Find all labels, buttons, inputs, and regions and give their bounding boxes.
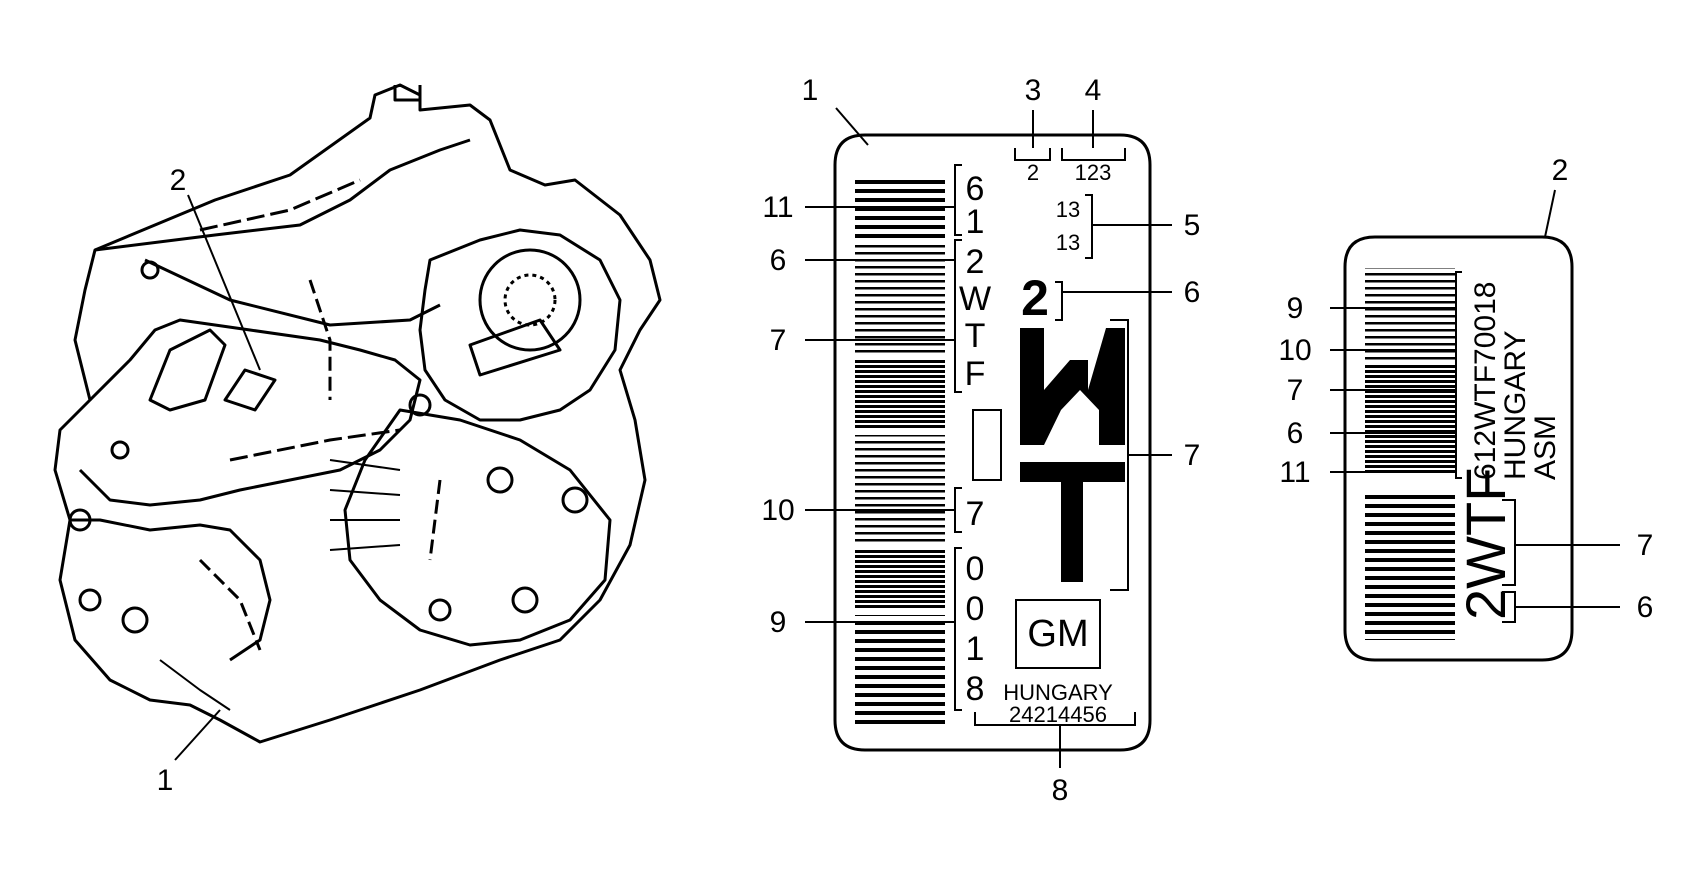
label1-char: 1 — [966, 203, 985, 241]
label2-model: 2WTF — [1454, 468, 1517, 620]
callout-label1-11: 11 — [762, 191, 793, 224]
callout-label1-10: 10 — [761, 494, 794, 527]
label1-part-no: 24214456 — [1009, 702, 1107, 727]
callout-label2-7-right: 7 — [1637, 529, 1654, 562]
callout-label1-6-right: 6 — [1184, 276, 1201, 309]
label2-line1: 612WTF70018 — [1469, 282, 1502, 480]
callout-label1-8: 8 — [1052, 774, 1069, 807]
callout-label2-10: 10 — [1278, 334, 1311, 367]
transmission-drawing — [53, 83, 662, 744]
label1-wt-graphic — [1020, 328, 1125, 582]
barcode-segment — [855, 360, 945, 430]
label1-big-2: 2 — [1021, 270, 1049, 326]
label1-char: 1 — [966, 630, 985, 668]
label2-line3: ASM — [1529, 415, 1562, 480]
barcode-segment — [855, 550, 945, 610]
label1-code-2: 2 — [1027, 160, 1039, 185]
callout-label1-6-left: 6 — [770, 244, 787, 277]
label1-code-13b: 13 — [1056, 230, 1080, 255]
callout-label2-11: 11 — [1279, 456, 1310, 489]
label1-country: HUNGARY — [1003, 680, 1113, 705]
barcode-segment — [855, 245, 945, 355]
label2-line2: HUNGARY — [1499, 331, 1532, 480]
barcode-segment — [1365, 268, 1455, 360]
barcode-segment — [855, 180, 945, 240]
callout-label1-1: 1 — [802, 74, 819, 107]
label1-char: 2 — [966, 243, 985, 281]
callout-label2-2: 2 — [1552, 154, 1569, 187]
label1-char: 0 — [966, 590, 985, 628]
callout-label2-6-right: 6 — [1637, 591, 1654, 624]
label1-code-123: 123 — [1075, 160, 1112, 185]
callout-label1-9: 9 — [770, 606, 787, 639]
callout-label1-4: 4 — [1085, 74, 1102, 107]
callout-trans-1: 1 — [157, 764, 174, 797]
callout-label1-5: 5 — [1184, 209, 1201, 242]
label1-char: T — [965, 317, 986, 355]
barcode-segment — [1365, 365, 1455, 475]
callout-label1-3: 3 — [1025, 74, 1042, 107]
callout-label2-9: 9 — [1287, 292, 1304, 325]
barcode-segment — [1365, 490, 1455, 640]
label1-char: F — [965, 355, 986, 393]
label-2: 612WTF70018 HUNGARY ASM 2WTF — [1343, 235, 1574, 662]
label1-char: 8 — [966, 670, 985, 708]
callout-label1-7-left: 7 — [770, 324, 787, 357]
label1-char: 6 — [966, 170, 985, 208]
label1-char: 0 — [966, 550, 985, 588]
label1-code-13a: 13 — [1056, 197, 1080, 222]
callout-label2-7-left: 7 — [1287, 374, 1304, 407]
label-1: 6 1 2 W T F 7 0 0 1 8 2 123 13 13 2 GM H… — [833, 133, 1152, 752]
callout-label1-7-right: 7 — [1184, 439, 1201, 472]
barcode-segment — [855, 435, 945, 545]
callout-label2-6-left: 6 — [1287, 417, 1304, 450]
label1-char: 7 — [966, 495, 985, 533]
label1-empty-box — [972, 409, 1002, 481]
label1-char: W — [959, 280, 991, 318]
callout-trans-2: 2 — [170, 164, 187, 197]
gm-logo-box — [1015, 599, 1101, 669]
gm-logo: GM — [1027, 613, 1088, 655]
barcode-segment — [855, 615, 945, 725]
